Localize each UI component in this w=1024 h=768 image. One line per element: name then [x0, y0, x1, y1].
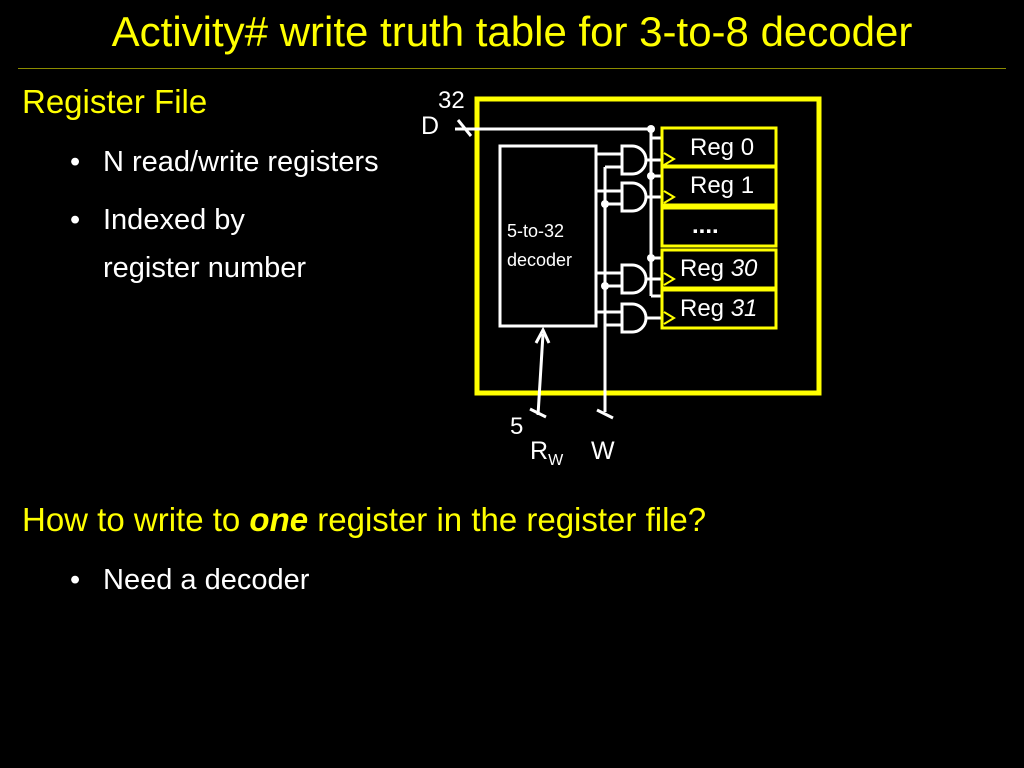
register-box-31	[660, 288, 778, 330]
clock-marker-icon	[663, 272, 676, 286]
rw-width-tick	[529, 407, 547, 419]
register-prefix: Reg	[680, 255, 731, 282]
bullet-text: Need a decoder	[103, 564, 310, 596]
slide-title: Activity# write truth table for 3-to-8 d…	[111, 8, 913, 55]
junction-dot	[647, 172, 655, 180]
register-file-heading: Register File	[22, 83, 208, 120]
data-input-label: D	[421, 112, 439, 140]
rw-input-wire	[536, 333, 545, 416]
junction-dot	[601, 200, 609, 208]
register-label-1: Reg 1	[690, 172, 754, 199]
rw-width-label: 5	[510, 413, 523, 440]
heading-post: register in the register file?	[308, 501, 707, 538]
arrow-up-icon	[534, 326, 551, 344]
decoder-label-line2: decoder	[507, 250, 572, 270]
junction-dot	[647, 254, 655, 262]
register-label-0: Reg 0	[690, 134, 754, 161]
bullet-dot: •	[70, 204, 81, 236]
bus-width-tick	[456, 119, 473, 137]
data-width-label: 32	[438, 87, 465, 114]
decoder-box	[498, 144, 598, 328]
register-box-ellipsis	[660, 206, 778, 248]
write-label: W	[591, 437, 615, 465]
register-index: 1	[741, 172, 754, 199]
rw-label: RW	[530, 437, 564, 469]
and-gate-icon	[620, 144, 648, 176]
heading-pre: How to write to	[22, 501, 250, 538]
bullet-dot: •	[70, 564, 81, 596]
junction-dot	[601, 282, 609, 290]
and-gate-icon	[620, 263, 648, 295]
register-label-ellipsis: ....	[692, 212, 719, 239]
register-box-30	[660, 248, 778, 290]
bullet-dot: •	[70, 146, 81, 178]
register-file-box	[474, 96, 822, 396]
register-prefix: Reg	[690, 134, 741, 161]
and-gate-icon	[620, 181, 648, 213]
register-prefix: Reg	[690, 172, 741, 199]
register-box-1	[660, 165, 778, 207]
title-divider	[18, 68, 1006, 69]
write-tick	[596, 408, 614, 420]
rw-label-main: R	[530, 437, 548, 465]
rw-label-subscript: W	[548, 452, 564, 469]
and-gate-icon	[620, 302, 648, 334]
clock-marker-icon	[663, 311, 676, 325]
bullet-text: Indexed by	[103, 204, 245, 236]
register-index: ....	[692, 212, 719, 239]
heading-emphasis: one	[249, 501, 309, 538]
clock-marker-icon	[663, 190, 676, 204]
register-index: 31	[731, 295, 758, 322]
decoder-label-line1: 5-to-32	[507, 221, 564, 241]
clock-marker-icon	[663, 152, 676, 166]
bullet-text: N read/write registers	[103, 146, 379, 178]
register-prefix: Reg	[680, 295, 731, 322]
register-index: 0	[741, 134, 754, 161]
write-question-heading: How to write to one register in the regi…	[22, 500, 706, 540]
junction-dot	[647, 125, 655, 133]
register-label-31: Reg 31	[680, 295, 757, 322]
register-label-30: Reg 30	[680, 255, 758, 282]
bullet-text-continuation: register number	[103, 252, 307, 284]
register-index: 30	[731, 255, 758, 282]
